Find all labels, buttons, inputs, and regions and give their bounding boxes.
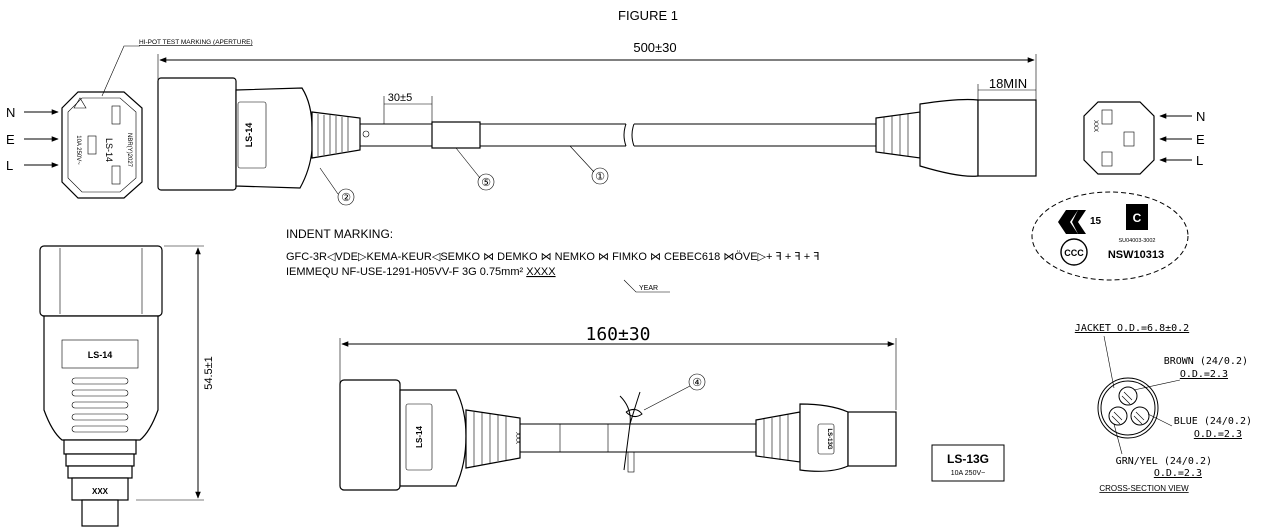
grnyel-od: O.D.=2.3 (1154, 468, 1202, 479)
plug-face-rating: 10A 250V~ (75, 135, 81, 165)
jacket-label: JACKET O.D.=6.8±0.2 (1075, 323, 1189, 334)
pin-label-l-right: L (1196, 153, 1203, 168)
indent-marking-block: INDENT MARKING: GFC-3R◁VDE▷KEMA-KEUR◁SEM… (286, 227, 820, 293)
blue-od: O.D.=2.3 (1194, 429, 1242, 440)
indent-line-1: GFC-3R◁VDE▷KEMA-KEUR◁SEMKO ⋈ DEMKO ⋈ NEM… (286, 251, 820, 263)
bottom-cable-assembly: 160±30 LS-14 XXX ④ LS-13G (339, 324, 897, 491)
indent-line-2: IEMMEQU NF-USE-1291-H05VV-F 3G 0.75mm² X… (286, 266, 556, 278)
indent-line-2-code: XXXX (526, 266, 556, 278)
cross-section-view: JACKET O.D.=6.8±0.2 BROWN (24/0.2) O.D.=… (1075, 323, 1252, 493)
year-label: YEAR (639, 285, 658, 292)
cert-mark-number: 15 (1090, 216, 1102, 227)
left-pin-labels: N E L (6, 105, 59, 173)
indent-heading: INDENT MARKING: (286, 227, 393, 241)
plug-top-label: LS-14 (244, 123, 254, 148)
cert-code-2: NSW10313 (1108, 249, 1164, 261)
certification-badge: 15 C SU04003-3002 CCC NSW10313 (1031, 191, 1189, 281)
indent-line-2-prefix: IEMMEQU NF-USE-1291-H05VV-F 3G 0.75mm² (286, 266, 526, 278)
callout-4: ④ (692, 377, 702, 389)
pin-label-e-right: E (1196, 132, 1205, 147)
pin-label-l-left: L (6, 158, 13, 173)
side-code: XXX (92, 487, 109, 496)
marker-offset-dim: 30±5 (388, 92, 412, 104)
pin-label-n-left: N (6, 105, 15, 120)
blue-label: BLUE (24/0.2) (1174, 416, 1252, 427)
connector-label-rating: 10A 250V~ (951, 470, 985, 477)
callout-1: ① (595, 171, 605, 183)
brown-label: BROWN (24/0.2) (1164, 356, 1248, 367)
bottom-socket-label: LS-13G (826, 428, 832, 449)
pin-label-n-right: N (1196, 109, 1205, 124)
connector-label-name: LS-13G (947, 452, 989, 466)
connector-label-box: LS-13G 10A 250V~ (931, 444, 1005, 482)
plug-face-view: LS-14 10A 250V~ NBR(Y)2027 (61, 91, 143, 199)
callout-5: ⑤ (481, 177, 491, 189)
grnyel-label: GRN/YEL (24/0.2) (1116, 456, 1212, 467)
side-plug-label: LS-14 (88, 350, 113, 360)
bottom-plug-label: LS-14 (415, 426, 424, 448)
ccc-icon: CCC (1064, 248, 1084, 258)
rcm-icon: C (1133, 211, 1142, 225)
brown-od: O.D.=2.3 (1180, 369, 1228, 380)
socket-face-view: XXX N E L (1083, 101, 1205, 175)
hipot-label: HI-POT TEST MARKING (APERTURE) (139, 39, 253, 46)
top-cable-assembly: 500±30 LS-14 30±5 (157, 40, 1037, 206)
plug-face-cert: NBR(Y)2027 (126, 133, 132, 168)
side-view: LS-14 XXX 54.5±1 (39, 245, 215, 527)
cert-code-1: SU04003-3002 (1118, 238, 1155, 244)
bottom-code: XXX (514, 432, 520, 444)
bottom-length-dim: 160±30 (585, 324, 650, 345)
tail-length-dim: 18MIN (989, 76, 1027, 91)
overall-length-dim: 500±30 (633, 40, 676, 55)
figure-title: FIGURE 1 (618, 8, 678, 23)
socket-face-code: XXX (1092, 120, 1098, 132)
plug-face-model: LS-14 (104, 138, 114, 162)
side-height-dim: 54.5±1 (203, 356, 215, 390)
cross-section-caption: CROSS-SECTION VIEW (1099, 484, 1189, 493)
callout-2: ② (341, 192, 351, 204)
pin-label-e-left: E (6, 132, 15, 147)
